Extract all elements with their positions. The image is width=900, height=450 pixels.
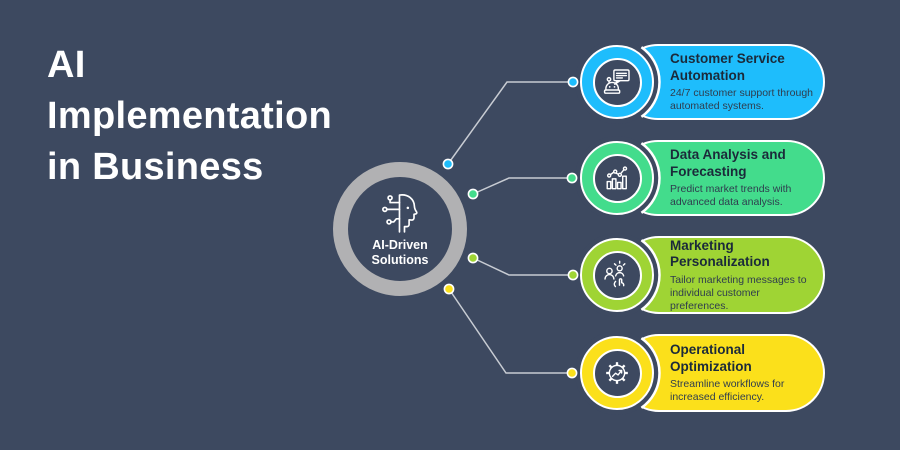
card-operational-optimization[interactable]: Operational Optimization Streamline work… [570,334,828,412]
chatbot-robot-icon [592,57,642,107]
ai-head-circuit-icon [377,190,423,234]
card-title: Marketing Personalization [670,237,770,270]
hub-label: AI-Driven Solutions [371,238,429,267]
hub: AI-Driven Solutions [333,162,467,296]
card-customer-service-automation[interactable]: Customer Service Automation 24/7 custome… [570,44,828,120]
card-title: Operational Optimization [670,342,752,374]
gear-trend-icon [592,348,642,398]
page-title: AI Implementation in Business [47,44,333,188]
card-icon-badge [580,238,654,312]
card-description: 24/7 customer support through automated … [670,87,814,112]
audience-select-icon [592,250,642,300]
card-description: Streamline workflows for increased effic… [670,378,785,403]
card-marketing-personalization[interactable]: Marketing Personalization Tailor marketi… [570,236,828,314]
card-data-analysis-forecasting[interactable]: Data Analysis and Forecasting Predict ma… [570,140,828,216]
bar-chart-trend-icon [592,153,642,203]
card-icon-badge [580,45,654,119]
card-title: Customer Service Automation [670,51,785,83]
card-title: Data Analysis and Forecasting [670,147,786,179]
card-description: Tailor marketing messages to individual … [670,273,807,312]
card-icon-badge [580,141,654,215]
card-description: Predict market trends with advanced data… [670,183,792,208]
card-icon-badge [580,336,654,410]
